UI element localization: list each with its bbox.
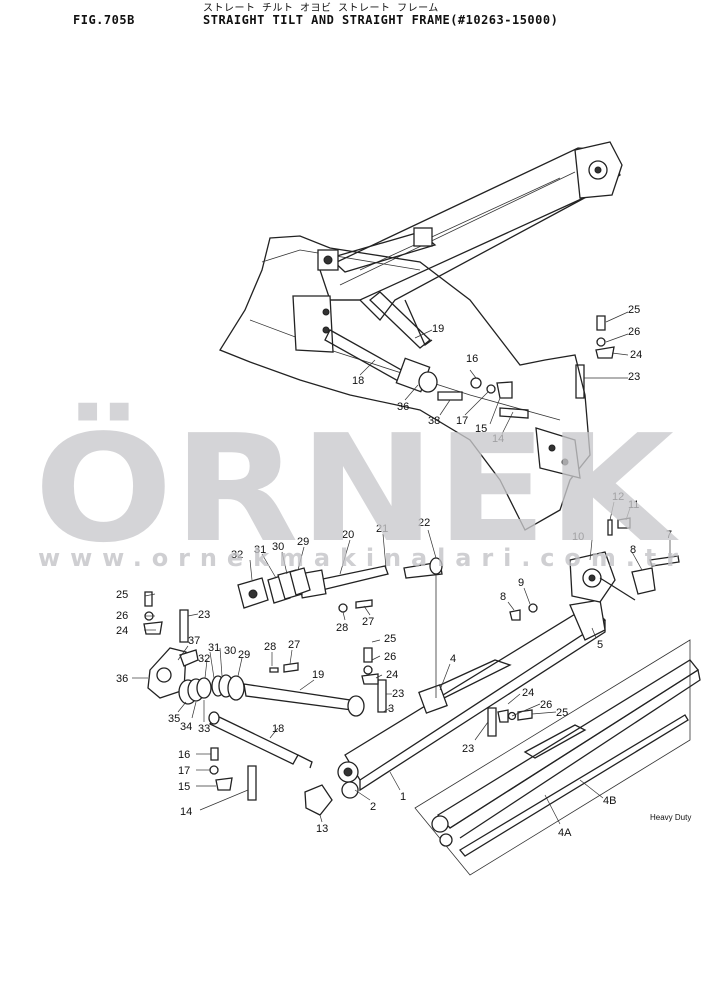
callout-26-upper: 26: [628, 326, 640, 338]
callout-17-upper: 17: [456, 415, 468, 427]
callout-29-upper: 29: [297, 536, 309, 548]
callout-31-lower: 31: [208, 642, 220, 654]
callout-25-left: 25: [116, 589, 128, 601]
callout-25-right: 25: [556, 707, 568, 719]
callout-labels: 25 26 24 23 19 18 16 36 38 17 15 14 12 1…: [116, 304, 691, 839]
callout-38: 38: [428, 415, 440, 427]
callout-26-right: 26: [540, 699, 552, 711]
callout-14-lower: 14: [180, 806, 192, 818]
callout-23-mid: 23: [392, 688, 404, 700]
callout-31-upper: 31: [254, 544, 266, 556]
callout-14-upper: 14: [492, 433, 504, 445]
callout-3: 3: [388, 703, 394, 715]
callout-24-left: 24: [116, 625, 128, 637]
callout-22: 22: [418, 517, 430, 529]
callout-4A: 4A: [558, 827, 572, 839]
callout-32-upper: 32: [231, 549, 243, 561]
watermark: ÖRNEK www.ornekmakinalari.com.tr: [34, 402, 680, 575]
callout-8-mid: 8: [500, 591, 506, 603]
leader-lines: [132, 311, 671, 825]
callout-9: 9: [518, 577, 524, 589]
callout-24-mid: 24: [386, 669, 398, 681]
callout-15-lower: 15: [178, 781, 190, 793]
callout-12: 12: [612, 491, 624, 503]
callout-4-mid: 4: [450, 653, 456, 665]
callout-7: 7: [666, 529, 672, 541]
callout-4B: 4B: [603, 795, 616, 807]
callout-5: 5: [597, 639, 603, 651]
callout-37: 37: [188, 635, 200, 647]
callout-25-upper: 25: [628, 304, 640, 316]
callout-8-upper: 8: [630, 544, 636, 556]
callout-35: 35: [168, 713, 180, 725]
page-title: STRAIGHT TILT AND STRAIGHT FRAME(#10263-…: [203, 13, 559, 27]
callout-23-left: 23: [198, 609, 210, 621]
callout-29-lower: 29: [238, 649, 250, 661]
callout-27-lower: 27: [288, 639, 300, 651]
callout-20: 20: [342, 529, 354, 541]
callout-19-lower: 19: [312, 669, 324, 681]
callout-1: 1: [400, 791, 406, 803]
callout-32-lower: 32: [198, 653, 210, 665]
blade-assembly: [219, 141, 623, 531]
callout-10: 10: [572, 531, 584, 543]
figure-number: FIG.705B: [73, 13, 135, 27]
callout-24-right: 24: [522, 687, 534, 699]
callout-28-lower: 28: [264, 641, 276, 653]
callout-13: 13: [316, 823, 328, 835]
callout-26-left: 26: [116, 610, 128, 622]
callout-21: 21: [376, 523, 388, 535]
title-kana: ストレート チルト オヨビ ストレート フレーム: [203, 3, 439, 14]
callout-11: 11: [628, 499, 639, 511]
callout-33: 33: [198, 723, 210, 735]
callout-17-lower: 17: [178, 765, 190, 777]
callout-18-upper: 18: [352, 375, 364, 387]
callout-25-mid: 25: [384, 633, 396, 645]
frame-assembly: [143, 517, 701, 876]
callout-36-upper: 36: [397, 401, 409, 413]
callout-23-right: 23: [462, 743, 474, 755]
callout-23-upper: 23: [628, 371, 640, 383]
callout-16-upper: 16: [466, 353, 478, 365]
callout-19-upper: 19: [432, 323, 444, 335]
callout-30-lower: 30: [224, 645, 236, 657]
callout-2: 2: [370, 801, 376, 813]
callout-15-upper: 15: [475, 423, 487, 435]
callout-36-left: 36: [116, 673, 128, 685]
callout-27-upper: 27: [362, 616, 374, 628]
callout-30-upper: 30: [272, 541, 284, 553]
heavy-duty-note: Heavy Duty: [650, 813, 691, 822]
callout-34: 34: [180, 721, 192, 733]
callout-26-mid: 26: [384, 651, 396, 663]
callout-24-upper: 24: [630, 349, 642, 361]
watermark-brand: ÖRNEK: [34, 402, 680, 575]
callout-16-lower: 16: [178, 749, 190, 761]
callout-18-lower: 18: [272, 723, 284, 735]
callout-28-upper: 28: [336, 622, 348, 634]
